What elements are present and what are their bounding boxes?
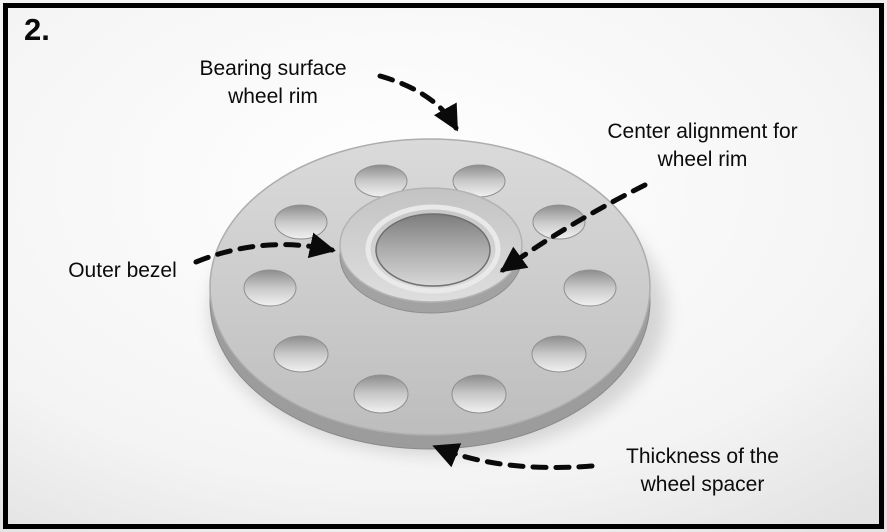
bolt-hole	[531, 335, 587, 373]
label-outer-bezel: Outer bezel	[68, 259, 177, 282]
label-thickness: Thickness of the wheel spacer	[626, 445, 779, 496]
bolt-hole	[353, 374, 409, 414]
label-bearing-surface: Bearing surface wheel rim	[199, 57, 347, 108]
arrow-outer-bezel	[193, 232, 336, 265]
step-number: 2.	[24, 12, 50, 47]
bolt-hole	[273, 335, 329, 373]
bolt-hole	[532, 204, 586, 240]
label-center-alignment: Center alignment for wheel rim	[607, 120, 798, 171]
arrow-thickness	[432, 443, 595, 470]
bolt-hole-ring	[243, 164, 617, 414]
bolt-hole	[451, 374, 507, 414]
bolt-hole	[243, 269, 297, 307]
arrow-center-alignment	[499, 182, 648, 273]
bolt-hole	[563, 269, 617, 307]
center-bore	[375, 213, 491, 287]
arrow-bearing-surface	[377, 73, 459, 132]
bore-chamfer	[365, 204, 501, 294]
bolt-hole	[274, 204, 328, 240]
